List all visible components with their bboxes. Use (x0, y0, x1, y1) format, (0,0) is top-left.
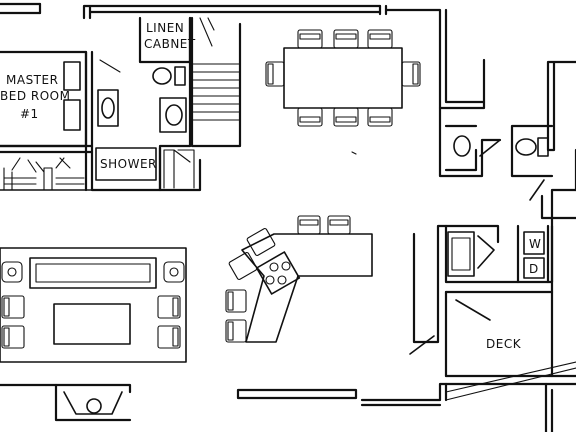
half-bath (438, 106, 576, 220)
deck (409, 188, 576, 432)
kitchen-island (225, 215, 373, 343)
armchairs (1, 261, 185, 349)
label-master-bedroom-2: BED ROOM (0, 89, 70, 103)
toilet (152, 67, 172, 85)
vanity-sink-right (159, 97, 187, 133)
bar-stools (225, 215, 351, 343)
master-bath (90, 16, 202, 192)
shower-stall (95, 147, 157, 181)
label-shower: SHOWER (100, 157, 157, 171)
coffee-table (53, 303, 131, 345)
dining-table (283, 47, 403, 109)
sectional-sofa (0, 247, 187, 363)
fireplace (63, 391, 123, 415)
cooktop (255, 251, 301, 295)
stairs (190, 16, 242, 148)
dresser-top (63, 61, 81, 91)
dining-chairs (265, 29, 421, 127)
label-linen-2: CABNET (144, 37, 196, 51)
label-washer: W (529, 237, 541, 251)
exterior-walls (0, 2, 576, 422)
label-master-bedroom-3: #1 (20, 107, 39, 121)
washer (523, 231, 545, 255)
label-dryer: D (529, 262, 539, 276)
closet (0, 151, 93, 191)
label-master-bedroom-1: MASTER (6, 73, 58, 87)
room-labels: MASTER BED ROOM #1 LINEN CABNET SHOWER D… (0, 21, 541, 351)
vanity-sink-left (97, 89, 119, 127)
dryer (523, 257, 545, 279)
living-room-set (0, 247, 187, 363)
dresser-bottom (63, 99, 81, 131)
label-deck: DECK (486, 337, 522, 351)
dining-set (265, 29, 421, 155)
label-linen-1: LINEN (146, 21, 184, 35)
